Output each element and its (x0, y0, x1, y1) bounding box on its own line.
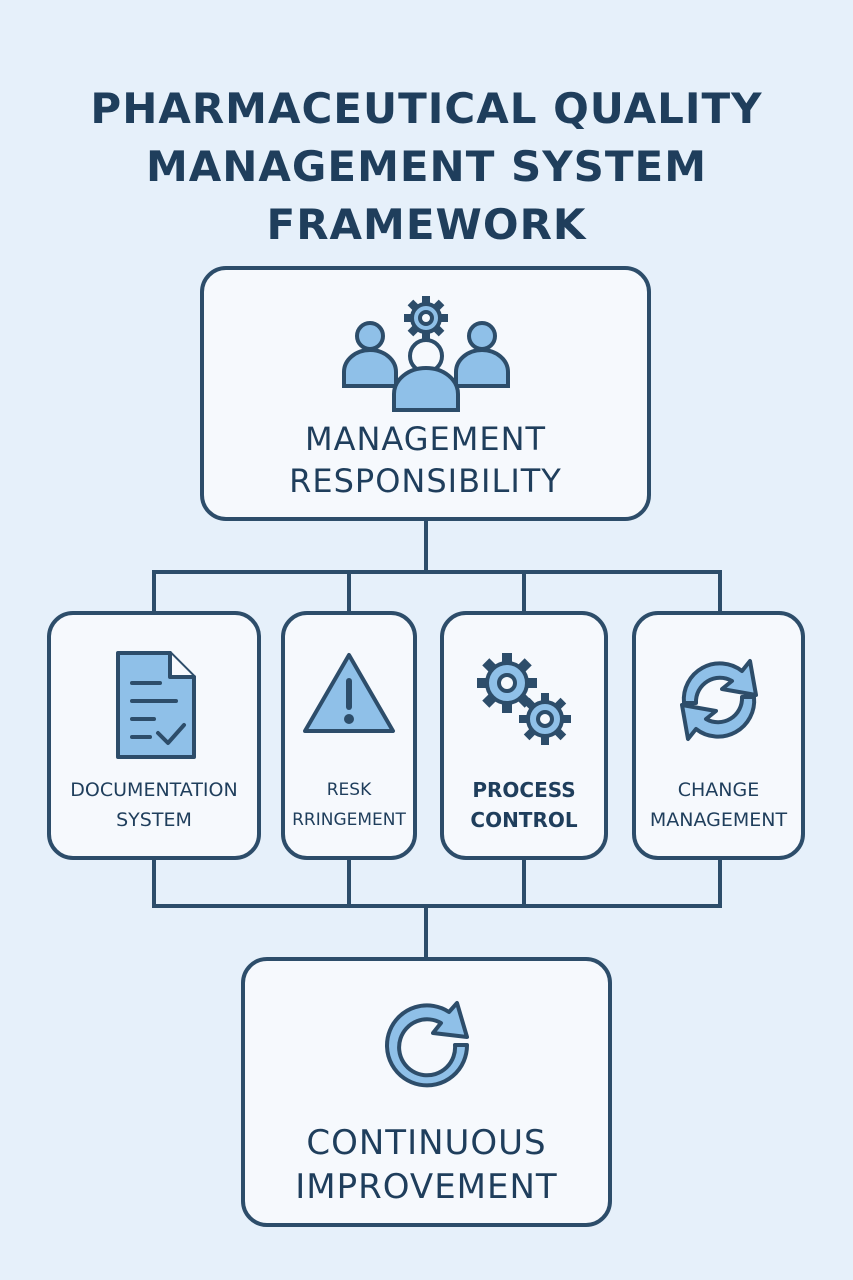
documentation-system-label: DOCUMENTATION SYSTEM (51, 775, 257, 835)
label-line-2: IMPROVEMENT (295, 1167, 558, 1207)
page-title: PHARMACEUTICAL QUALITY MANAGEMENT SYSTEM… (60, 80, 793, 254)
management-responsibility-label: MANAGEMENT RESPONSIBILITY (204, 418, 647, 502)
title-line-3: FRAMEWORK (266, 200, 587, 250)
label-line-1: PROCESS (472, 778, 576, 802)
label-line-2: SYSTEM (116, 809, 192, 831)
change-management-label: CHANGE MANAGEMENT (636, 775, 801, 835)
process-control-box: PROCESS CONTROL (440, 611, 608, 860)
label-line-1: DOCUMENTATION (70, 779, 238, 801)
team-gear-icon (341, 296, 510, 412)
continuous-improvement-box: CONTINUOUS IMPROVEMENT (241, 957, 612, 1227)
gears-icon (477, 653, 571, 745)
label-line-1: MANAGEMENT (304, 420, 547, 458)
title-line-2: MANAGEMENT SYSTEM (145, 142, 708, 192)
risk-management-box: RESK RRINGEMENT (281, 611, 417, 860)
label-line-1: CONTINUOUS (306, 1123, 547, 1163)
sync-arrows-icon (679, 659, 758, 741)
document-check-icon (116, 651, 196, 759)
label-line-1: RESK (326, 780, 372, 800)
label-line-2: MANAGEMENT (649, 809, 788, 831)
label-line-2: RRINGEMENT (292, 810, 406, 830)
change-management-box: CHANGE MANAGEMENT (632, 611, 805, 860)
title-line-1: PHARMACEUTICAL QUALITY (90, 84, 763, 134)
label-line-2: CONTROL (470, 808, 578, 832)
refresh-icon (384, 1001, 469, 1088)
management-responsibility-box: MANAGEMENT RESPONSIBILITY (200, 266, 651, 521)
label-line-2: RESPONSIBILITY (289, 462, 562, 500)
risk-management-label: RESK RRINGEMENT (285, 775, 413, 835)
continuous-improvement-label: CONTINUOUS IMPROVEMENT (245, 1121, 608, 1209)
documentation-system-box: DOCUMENTATION SYSTEM (47, 611, 261, 860)
process-control-label: PROCESS CONTROL (444, 775, 604, 835)
warning-triangle-icon (303, 653, 395, 733)
label-line-1: CHANGE (677, 779, 760, 801)
